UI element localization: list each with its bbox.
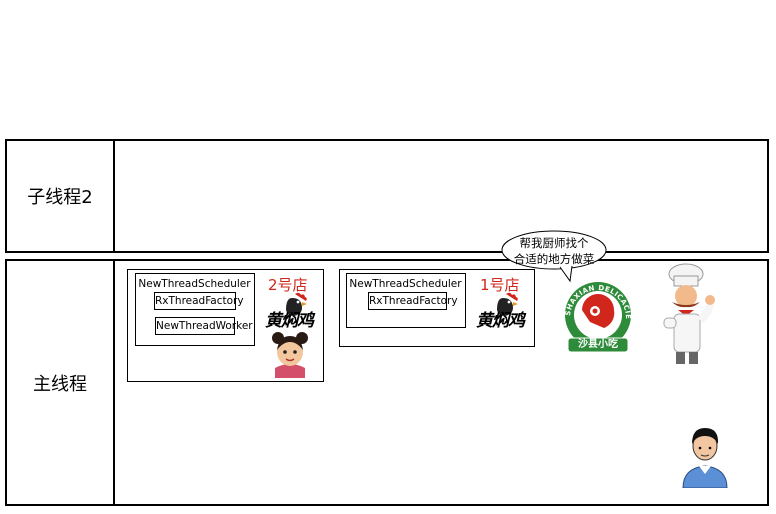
main-thread-label: 主线程 — [33, 373, 87, 395]
store-1-scheduler-box: NewThreadScheduler RxThreadFactory — [346, 273, 466, 328]
store-1-label: 1号店 — [480, 276, 520, 294]
shaxian-logo: SHAXIAN DELICACIES 沙县小吃 — [557, 274, 636, 356]
girl-icon — [272, 332, 308, 378]
chef-icon — [663, 263, 715, 364]
huangmenji-logo-1-text: 黄焖鸡 — [476, 311, 525, 331]
store-2-worker-box: NewThreadWorker — [155, 317, 253, 335]
huangmenji-logo-2-text: 黄焖鸡 — [265, 311, 314, 331]
huangmenji-logo-1: 黄焖鸡 — [470, 290, 530, 332]
shaxian-banner-text: 沙县小吃 — [578, 339, 618, 350]
store-1-factory-box: RxThreadFactory — [368, 292, 458, 310]
store-2-scheduler-label: NewThreadScheduler — [138, 278, 251, 290]
shaxian-emblem-icon: SHAXIAN DELICACIES — [557, 274, 632, 353]
person-illustration — [679, 424, 731, 489]
rooster-icon — [497, 292, 518, 316]
rooster-icon — [286, 292, 307, 316]
store-2-factory-box: RxThreadFactory — [154, 292, 244, 310]
store-2-scheduler-box: NewThreadScheduler RxThreadFactory NewTh… — [135, 273, 255, 346]
child-thread-lane: 子线程2 — [5, 139, 769, 253]
child-thread-label-cell: 子线程2 — [7, 141, 115, 251]
girl-illustration — [270, 330, 310, 378]
store-2-label: 2号店 — [268, 276, 308, 294]
speech-bubble: 帮我厨师找个 合适的地方做菜 — [500, 229, 612, 283]
huangmenji-logo-2: 黄焖鸡 — [259, 290, 319, 332]
chef-illustration — [660, 262, 720, 370]
child-thread-label: 子线程2 — [27, 187, 93, 208]
speech-bubble-line-2: 合适的地方做菜 — [513, 252, 595, 266]
speech-bubble-line-1: 帮我厨师找个 — [519, 236, 589, 250]
person-icon — [682, 428, 728, 489]
speech-bubble-shape — [501, 230, 607, 283]
main-thread-label-cell: 主线程 — [7, 261, 115, 504]
store-1-scheduler-label: NewThreadScheduler — [349, 278, 462, 290]
